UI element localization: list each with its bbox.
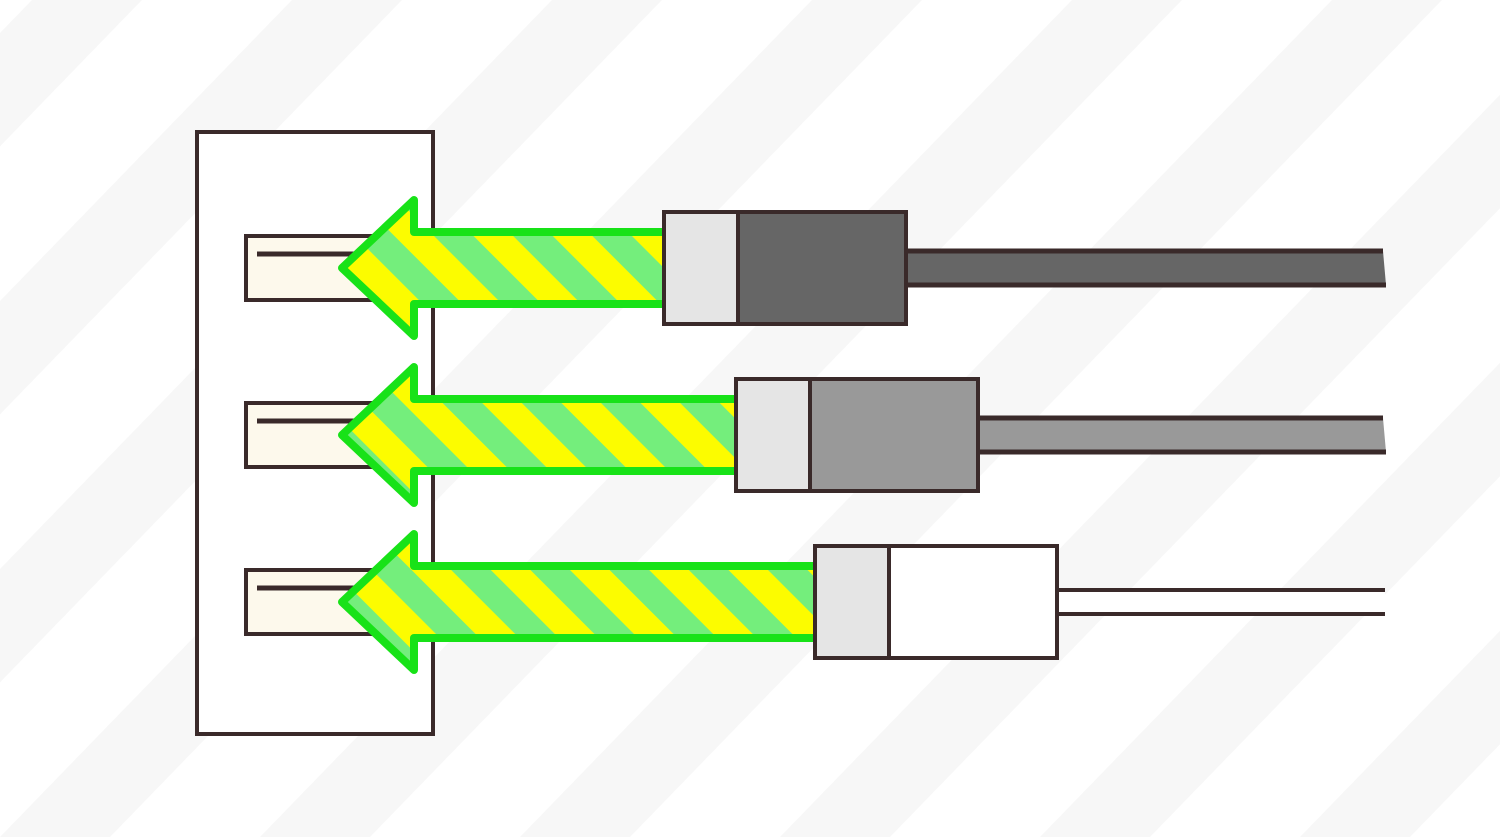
connection-row [244,530,1385,674]
usb-plug-icon [808,377,980,493]
usb-plug-icon [887,544,1059,660]
connection-row [244,363,1386,507]
background-stripe [0,0,142,147]
usb-plug-collar [734,377,812,493]
connection-rows [244,196,1386,674]
usb-cable [906,251,1386,285]
connection-row [244,196,1386,340]
usb-plug-collar [662,210,740,326]
usb-cable [1057,590,1385,614]
usb-plug-icon [736,210,908,326]
background-stripe [1300,630,1500,837]
usb-cable [978,418,1386,452]
usb-plug-collar [813,544,891,660]
